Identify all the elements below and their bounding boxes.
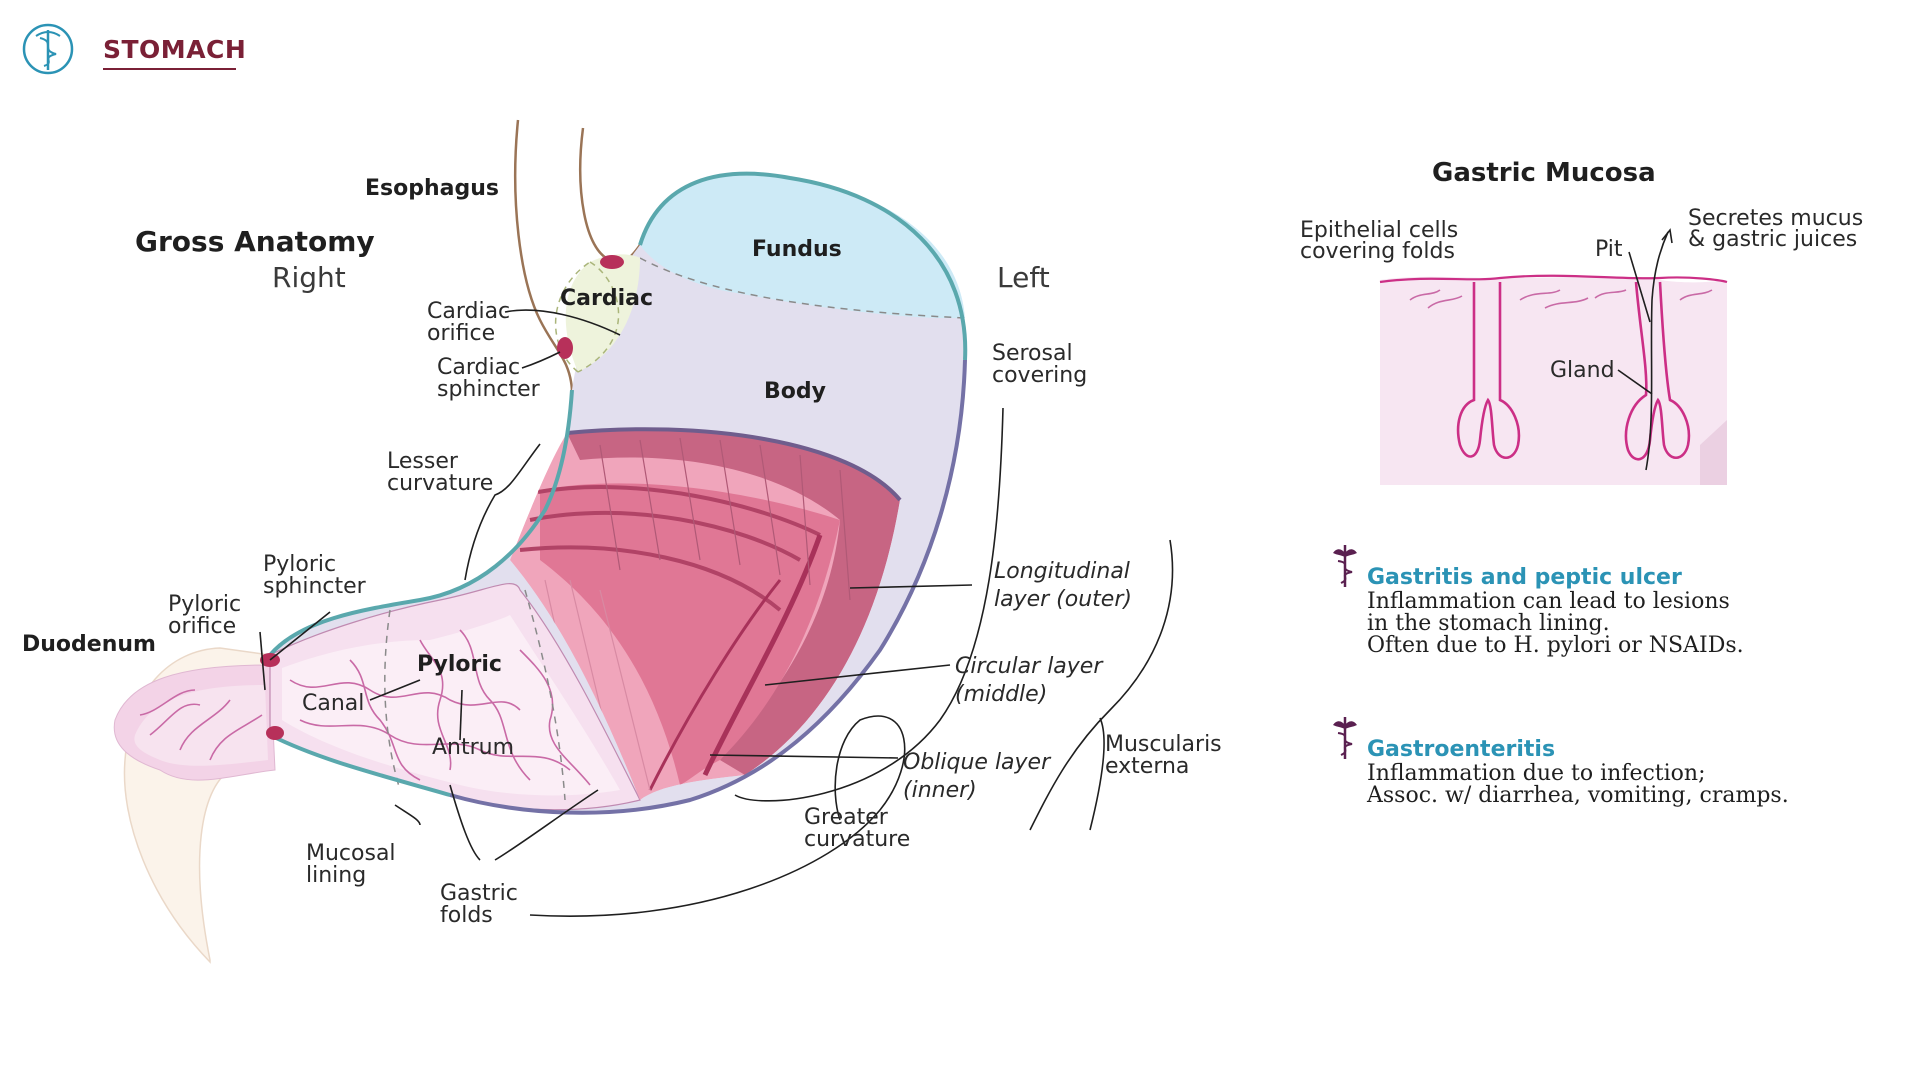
note-gastroenteritis: Gastroenteritis Inflammation due to infe… xyxy=(1333,717,1789,808)
caduceus-icon xyxy=(1333,545,1357,587)
circular-layer-label: Circular layer (middle) xyxy=(955,654,1109,707)
gland-label: Gland xyxy=(1550,358,1615,383)
duodenum-label: Duodenum xyxy=(22,632,156,657)
longitudinal-layer-label: Longitudinal layer (outer) xyxy=(994,559,1137,612)
gastric-mucosa-panel: Gastric Mucosa Epithelial cells covering… xyxy=(1300,158,1870,485)
epithelial-cells-label: Epithelial cells covering folds xyxy=(1300,218,1465,264)
muscle-layers xyxy=(510,429,900,800)
right-label: Right xyxy=(272,261,346,294)
pit-label: Pit xyxy=(1595,237,1623,262)
gastric-mucosa-title: Gastric Mucosa xyxy=(1432,158,1656,188)
cardiac-orifice-label: Cardiac orifice xyxy=(427,299,517,346)
canal-label: Canal xyxy=(302,691,364,716)
note-title: Gastroenteritis xyxy=(1367,737,1555,762)
esophagus-label: Esophagus xyxy=(365,176,499,201)
duodenum xyxy=(113,647,276,964)
cardiac-sphincter-label: Cardiac sphincter xyxy=(437,355,541,402)
gastric-folds-label: Gastric folds xyxy=(440,881,525,928)
leader-lines xyxy=(259,309,1174,917)
lesser-curvature-label: Lesser curvature xyxy=(387,449,493,496)
serosal-covering-label: Serosal covering xyxy=(992,341,1087,388)
gross-anatomy-title: Gross Anatomy xyxy=(135,225,375,258)
caduceus-icon xyxy=(1333,717,1357,759)
note-gastritis: Gastritis and peptic ulcer Inflammation … xyxy=(1333,545,1744,658)
muscularis-externa-label: Muscularis externa xyxy=(1105,732,1229,779)
pyloric-label: Pyloric xyxy=(417,652,502,677)
header: STOMACH xyxy=(22,23,246,75)
oblique-layer-label: Oblique layer (inner) xyxy=(903,750,1057,803)
mucosal-lining-label: Mucosal lining xyxy=(306,841,403,888)
pyloric-sphincter-label: Pyloric sphincter xyxy=(263,552,367,599)
note-title: Gastritis and peptic ulcer xyxy=(1367,565,1682,590)
body-label: Body xyxy=(764,379,826,404)
greater-curvature-label: Greater curvature xyxy=(804,805,910,852)
page-title: STOMACH xyxy=(103,35,246,64)
note-body: Inflammation can lead to lesions in the … xyxy=(1367,589,1744,658)
stomach xyxy=(260,171,968,815)
caduceus-icon[interactable] xyxy=(22,23,74,75)
cardiac-label: Cardiac xyxy=(560,286,653,311)
pyloric-orifice-label: Pyloric orifice xyxy=(168,592,248,639)
secretes-label: Secretes mucus & gastric juices xyxy=(1688,206,1870,252)
left-label: Left xyxy=(997,261,1050,294)
note-body: Inflammation due to infection; Assoc. w/… xyxy=(1366,761,1789,808)
fundus-label: Fundus xyxy=(752,237,842,262)
antrum-label: Antrum xyxy=(432,735,514,760)
